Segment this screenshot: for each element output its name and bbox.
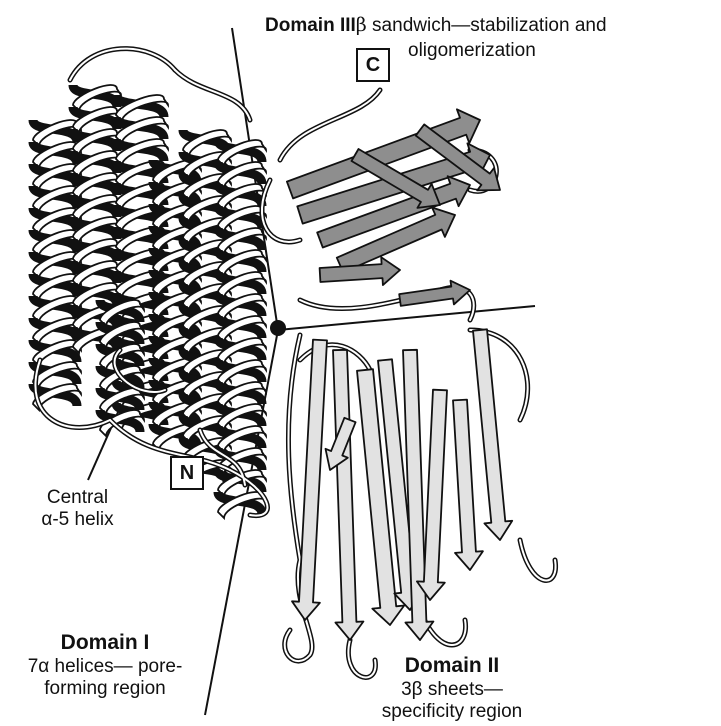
domain1-helix-bundle bbox=[33, 85, 266, 518]
domain2-description-line2: specificity region bbox=[362, 701, 542, 723]
c-terminus-box: C bbox=[356, 48, 390, 82]
central-helix-line1: Central bbox=[20, 487, 135, 509]
domain-junction-point bbox=[270, 320, 286, 336]
alpha-helix-6 bbox=[218, 140, 266, 518]
domain3-beta-symbol: β bbox=[356, 14, 367, 36]
domain2-label: Domain II 3β sheets— specificity region bbox=[362, 653, 542, 723]
domain1-description-line2: forming region bbox=[10, 678, 200, 700]
domain2-description-line1: 3β sheets— bbox=[362, 679, 542, 701]
domain2-strand-8 bbox=[473, 329, 512, 540]
domain3-description-line2: oligomerization bbox=[408, 40, 536, 62]
central-helix-line2: α-5 helix bbox=[20, 509, 135, 531]
boundary-line-domain3-domain2 bbox=[278, 306, 535, 330]
domain2-strand-7 bbox=[453, 400, 483, 570]
domain3-title: Domain III bbox=[265, 15, 356, 36]
n-terminus-box: N bbox=[170, 456, 204, 490]
domain3-description-line1: sandwich—stabilization and bbox=[367, 15, 607, 36]
domain2-title: Domain II bbox=[362, 653, 542, 679]
domain2-beta-strands bbox=[292, 329, 512, 640]
central-helix-label: Central α-5 helix bbox=[20, 487, 135, 531]
domain1-label: Domain I 7α helices— pore- forming regio… bbox=[10, 630, 200, 700]
domain3-label: Domain IIIβ sandwich—stabilization and bbox=[265, 14, 607, 37]
domain3-strand-8 bbox=[399, 281, 470, 306]
domain3-beta-strands bbox=[287, 109, 500, 306]
domain1-description-line1: 7α helices— pore- bbox=[10, 656, 200, 678]
domain1-title: Domain I bbox=[10, 630, 200, 656]
